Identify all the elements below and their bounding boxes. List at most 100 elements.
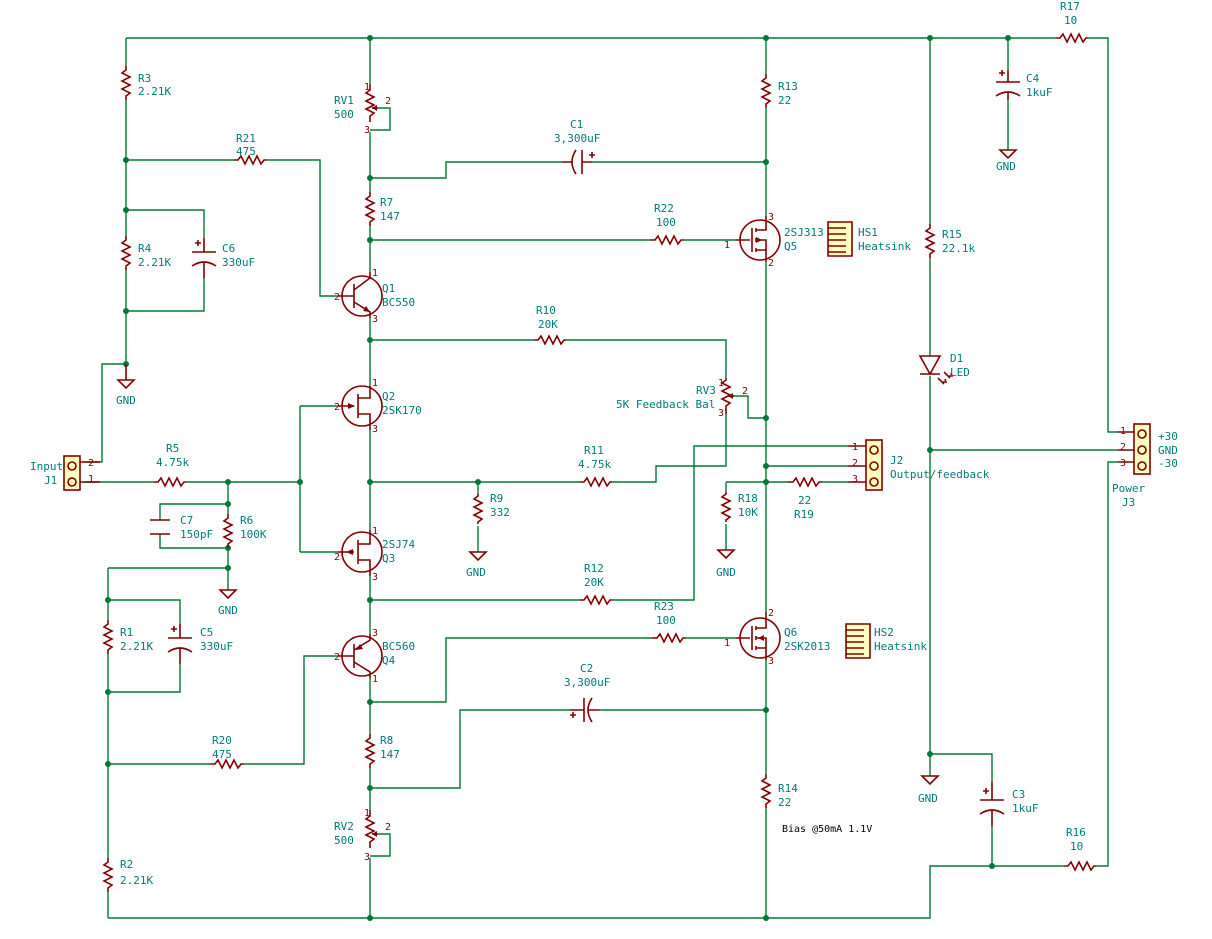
ref-r12: R12	[584, 562, 604, 575]
value-j3: J3	[1122, 496, 1135, 509]
svg-text:2: 2	[334, 292, 340, 303]
ref-c3: C3	[1012, 788, 1025, 801]
ref-r16: R16	[1066, 826, 1086, 839]
ref-r4: R4	[138, 242, 152, 255]
potentiometer-rv3	[720, 378, 734, 414]
resistor-r13	[760, 74, 772, 108]
ref-j2: J2	[890, 454, 903, 467]
connectors	[63, 423, 1151, 491]
gnd-symbol	[920, 775, 940, 786]
ref-c4: C4	[1026, 72, 1040, 85]
ref-r7: R7	[380, 196, 393, 209]
resistors	[102, 32, 1096, 892]
ref-r22: R22	[654, 202, 674, 215]
svg-text:1: 1	[372, 526, 378, 537]
value-c1: 3,300uF	[554, 132, 600, 145]
value-r1: 2.21K	[120, 640, 153, 653]
ref-r14: R14	[778, 782, 798, 795]
potentiometer-rv2	[364, 810, 378, 848]
gnd-label: GND	[918, 792, 938, 805]
svg-text:1: 1	[724, 240, 730, 251]
svg-text:2: 2	[334, 402, 340, 413]
svg-text:3: 3	[372, 314, 378, 325]
transistor-q4	[338, 634, 383, 678]
ref-q3: Q3	[382, 552, 395, 565]
value-c6: 330uF	[222, 256, 255, 269]
resistor-r23	[652, 632, 686, 644]
ref-d1: D1	[950, 352, 963, 365]
ref-r19: R19	[794, 508, 814, 521]
capacitor-c3	[979, 782, 1005, 826]
svg-text:3: 3	[372, 628, 378, 639]
connector-j3	[1118, 423, 1151, 475]
ref-hs1: HS1	[858, 226, 878, 239]
value-r3: 2.21K	[138, 85, 171, 98]
ref-r10: R10	[536, 304, 556, 317]
gnd-symbol	[998, 149, 1018, 160]
ref-c2: C2	[580, 662, 593, 675]
ref-q1: Q1	[382, 282, 395, 295]
svg-text:1: 1	[372, 268, 378, 279]
svg-text:2: 2	[334, 552, 340, 563]
value-j1: J1	[44, 474, 57, 487]
svg-text:2: 2	[334, 652, 340, 663]
capacitor-c4	[995, 70, 1021, 100]
value-r9: 332	[490, 506, 510, 519]
svg-text:3: 3	[1120, 458, 1126, 469]
ref-q5: Q5	[784, 240, 797, 253]
svg-text:3: 3	[768, 656, 774, 667]
gnd-label: GND	[218, 604, 238, 617]
svg-text:1: 1	[852, 442, 858, 453]
value-c2: 3,300uF	[564, 676, 610, 689]
value-c4: 1kuF	[1026, 86, 1053, 99]
capacitors	[150, 70, 1021, 826]
resistor-r7	[364, 192, 376, 226]
svg-text:2: 2	[1120, 442, 1126, 453]
resistor-r5	[154, 476, 186, 488]
ref-r18: R18	[738, 492, 758, 505]
svg-text:2: 2	[768, 258, 774, 269]
ref-r1: R1	[120, 626, 133, 639]
svg-text:2: 2	[385, 96, 391, 107]
svg-text:2: 2	[852, 458, 858, 469]
ref-r11: R11	[584, 444, 604, 457]
resistor-r17	[1056, 32, 1088, 44]
ref-rv3: RV3	[696, 384, 716, 397]
value-r23: 100	[656, 614, 676, 627]
ref-r17: R17	[1060, 0, 1080, 13]
svg-text:3: 3	[372, 572, 378, 583]
resistor-r8	[364, 734, 376, 768]
value-r8: 147	[380, 748, 400, 761]
svg-text:2: 2	[88, 458, 94, 469]
resistor-r15	[924, 224, 936, 258]
value-d1: LED	[950, 366, 970, 379]
value-q6: 2SK2013	[784, 640, 830, 653]
ground-symbols	[116, 149, 1018, 786]
power-minus-label: -30	[1158, 457, 1178, 470]
heatsinks	[827, 221, 871, 659]
svg-text:3: 3	[852, 474, 858, 485]
value-hs2: Heatsink	[874, 640, 927, 653]
resistor-r3	[120, 66, 132, 100]
capacitor-c7	[150, 519, 170, 535]
gnd-symbol	[116, 364, 136, 390]
svg-text:2: 2	[768, 608, 774, 619]
svg-text:1: 1	[372, 378, 378, 389]
power-plus-label: +30	[1158, 430, 1178, 443]
value-r17: 10	[1064, 14, 1077, 27]
resistor-r22	[650, 234, 684, 246]
resistor-r10	[534, 334, 566, 346]
gnd-symbol	[716, 549, 736, 560]
svg-text:3: 3	[364, 125, 370, 136]
value-r16: 10	[1070, 840, 1083, 853]
svg-text:2: 2	[742, 386, 748, 397]
ref-r8: R8	[380, 734, 393, 747]
ref-q6: Q6	[784, 626, 797, 639]
resistor-r20	[210, 758, 244, 770]
gnd-label: GND	[116, 394, 136, 407]
capacitor-c5	[167, 624, 193, 664]
junctions	[105, 35, 1011, 921]
svg-text:1: 1	[364, 808, 370, 819]
resistor-r2	[102, 858, 114, 892]
resistor-r1	[102, 620, 114, 654]
